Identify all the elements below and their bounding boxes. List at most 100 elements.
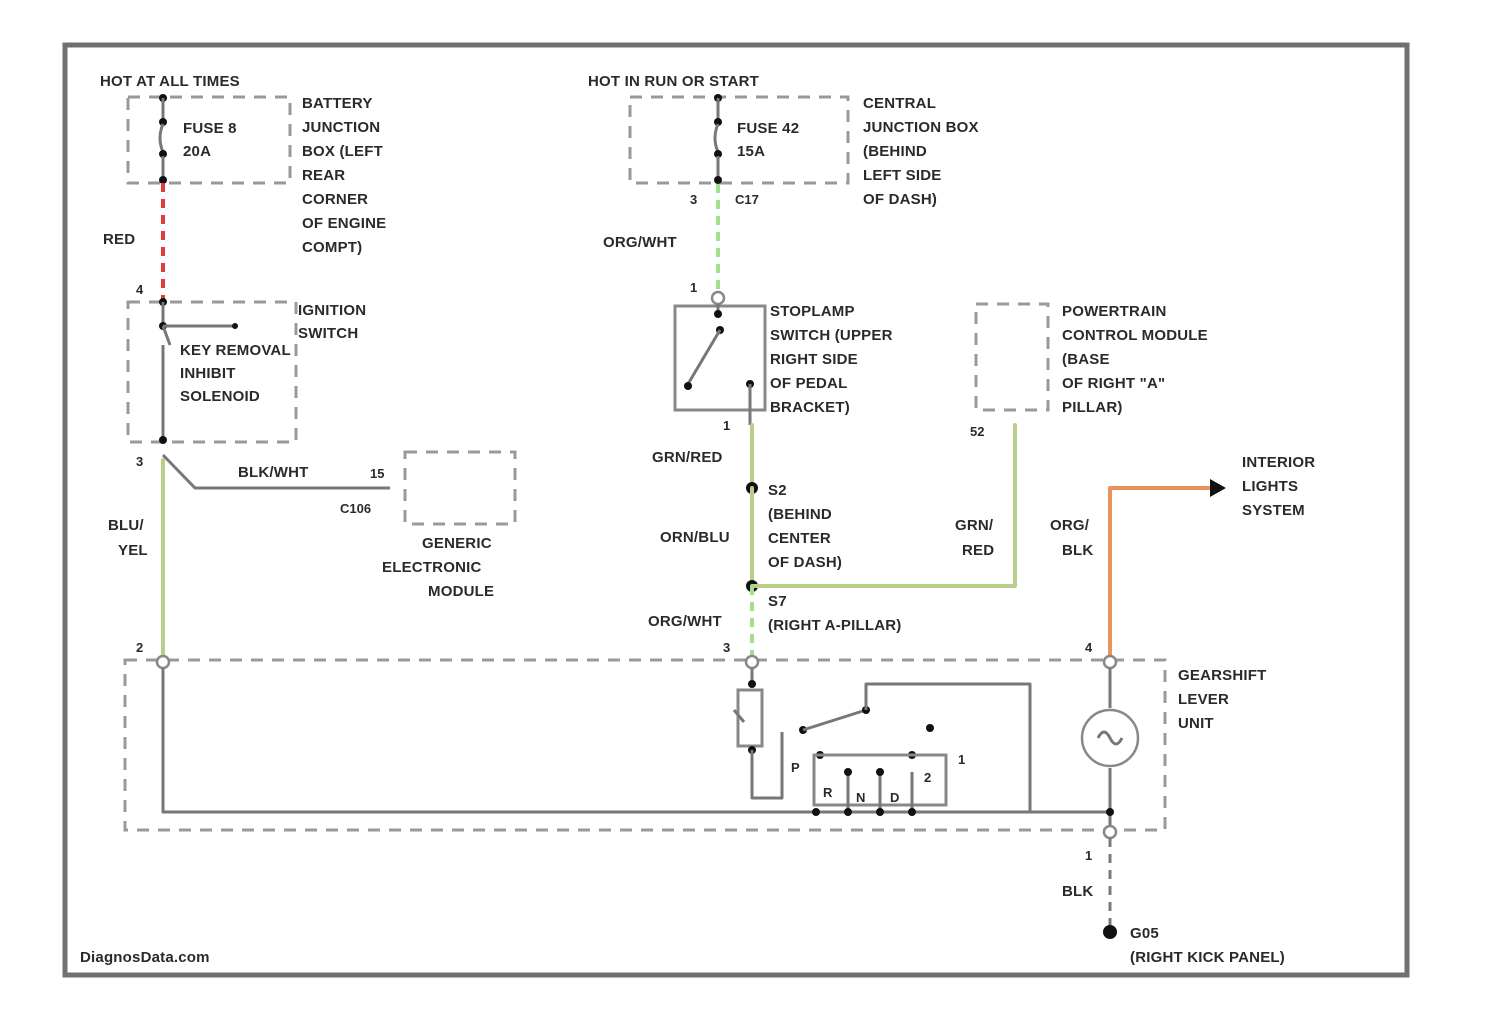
svg-text:LEVER: LEVER: [1178, 691, 1229, 708]
diagram-frame: [65, 45, 1407, 975]
powertrain-control-module: [976, 304, 1048, 410]
svg-text:BLK: BLK: [1062, 542, 1093, 559]
org-blk-label: ORG/ BLK: [1050, 517, 1093, 559]
key-removal-solenoid-label: KEY REMOVAL INHIBIT SOLENOID: [180, 342, 291, 405]
hot-at-all-times-label: HOT AT ALL TIMES: [100, 73, 240, 90]
ground-g05: [1103, 925, 1117, 939]
red-wire-label: RED: [103, 231, 135, 248]
pcm-label: POWERTRAIN CONTROL MODULE (BASE OF RIGHT…: [1062, 303, 1208, 416]
fuse-8: [159, 94, 167, 184]
svg-text:ORG/: ORG/: [1050, 517, 1090, 534]
gearshift-pin-mid: 3: [723, 640, 730, 655]
svg-text:CORNER: CORNER: [302, 191, 368, 208]
svg-text:INTERIOR: INTERIOR: [1242, 454, 1315, 471]
org-blk-wire: [1110, 488, 1210, 655]
svg-text:(RIGHT A-PILLAR): (RIGHT A-PILLAR): [768, 617, 901, 634]
svg-text:BRACKET): BRACKET): [770, 399, 850, 416]
svg-text:BOX (LEFT: BOX (LEFT: [302, 143, 383, 160]
svg-text:REAR: REAR: [302, 167, 345, 184]
svg-text:S7: S7: [768, 593, 787, 610]
svg-text:OF DASH): OF DASH): [768, 554, 842, 571]
central-junction-box: [630, 97, 848, 183]
ignition-pin-bottom: 3: [136, 454, 143, 469]
battery-junction-box: [128, 97, 290, 183]
svg-text:RIGHT SIDE: RIGHT SIDE: [770, 351, 858, 368]
gearshift-pin-bottom: 1: [1085, 848, 1092, 863]
svg-text:(RIGHT KICK PANEL): (RIGHT KICK PANEL): [1130, 949, 1285, 966]
svg-text:S2: S2: [768, 482, 787, 499]
svg-text:STOPLAMP: STOPLAMP: [770, 303, 855, 320]
svg-text:GENERIC: GENERIC: [422, 535, 492, 552]
svg-text:ELECTRONIC: ELECTRONIC: [382, 559, 482, 576]
svg-text:INHIBIT: INHIBIT: [180, 365, 236, 382]
grn-red-right-label: GRN/ RED: [955, 517, 994, 559]
svg-text:BATTERY: BATTERY: [302, 95, 373, 112]
svg-text:GRN/: GRN/: [955, 517, 994, 534]
ground-g05-label: G05 (RIGHT KICK PANEL): [1130, 925, 1285, 966]
ground-connector: [1104, 826, 1116, 838]
svg-text:RED: RED: [962, 542, 994, 559]
interior-lights-label: INTERIOR LIGHTS SYSTEM: [1242, 454, 1315, 519]
ignition-switch-label: IGNITION SWITCH: [298, 302, 366, 342]
gearshift-internal-wiring: [157, 656, 1138, 828]
fuse-42-rating: 15A: [737, 143, 765, 160]
svg-text:(BASE: (BASE: [1062, 351, 1110, 368]
stoplamp-switch-contacts: [684, 292, 754, 425]
interior-lights-arrow: [1210, 479, 1226, 497]
gearshift-lever-unit-label: GEARSHIFT LEVER UNIT: [1178, 667, 1266, 732]
stoplamp-pin-bottom: 1: [723, 418, 730, 433]
watermark: DiagnosData.com: [80, 949, 210, 966]
gem-connector: C106: [340, 501, 371, 516]
svg-text:UNIT: UNIT: [1178, 715, 1214, 732]
ignition-pin-top: 4: [136, 282, 144, 297]
svg-text:SYSTEM: SYSTEM: [1242, 502, 1305, 519]
org-wht-bottom-label: ORG/WHT: [648, 613, 722, 630]
svg-text:CENTRAL: CENTRAL: [863, 95, 936, 112]
svg-text:LIGHTS: LIGHTS: [1242, 478, 1298, 495]
svg-text:LEFT SIDE: LEFT SIDE: [863, 167, 941, 184]
gem-label: GENERIC ELECTRONIC MODULE: [382, 535, 494, 600]
central-junction-box-label: CENTRAL JUNCTION BOX (BEHIND LEFT SIDE O…: [863, 95, 979, 208]
svg-text:CENTER: CENTER: [768, 530, 831, 547]
gear-position-labels: P R N D 2 1: [791, 752, 965, 805]
stoplamp-switch-label: STOPLAMP SWITCH (UPPER RIGHT SIDE OF PED…: [770, 303, 893, 416]
pcm-pin: 52: [970, 424, 984, 439]
svg-text:IGNITION: IGNITION: [298, 302, 366, 319]
svg-text:POWERTRAIN: POWERTRAIN: [1062, 303, 1167, 320]
svg-text:COMPT): COMPT): [302, 239, 362, 256]
svg-text:SWITCH (UPPER: SWITCH (UPPER: [770, 327, 893, 344]
org-wht-top-label: ORG/WHT: [603, 234, 677, 251]
svg-text:MODULE: MODULE: [428, 583, 494, 600]
svg-text:(BEHIND: (BEHIND: [768, 506, 832, 523]
svg-text:2: 2: [924, 770, 931, 785]
orn-blu-label: ORN/BLU: [660, 529, 730, 546]
fuse-42-connector: C17: [735, 192, 759, 207]
svg-text:BLU/: BLU/: [108, 517, 144, 534]
svg-text:D: D: [890, 790, 899, 805]
stoplamp-pin-top: 1: [690, 280, 697, 295]
svg-text:N: N: [856, 790, 865, 805]
svg-text:1: 1: [958, 752, 965, 767]
svg-text:OF ENGINE: OF ENGINE: [302, 215, 386, 232]
fuse-42-pin: 3: [690, 192, 697, 207]
generic-electronic-module: [405, 452, 515, 524]
svg-text:OF DASH): OF DASH): [863, 191, 937, 208]
splice-s2-label: S2 (BEHIND CENTER OF DASH): [768, 482, 842, 571]
fuse-8-rating: 20A: [183, 143, 211, 160]
fuse-42-label: FUSE 42: [737, 120, 799, 137]
svg-text:G05: G05: [1130, 925, 1159, 942]
gearshift-pin-right: 4: [1085, 640, 1093, 655]
svg-text:OF RIGHT "A": OF RIGHT "A": [1062, 375, 1165, 392]
svg-text:(BEHIND: (BEHIND: [863, 143, 927, 160]
grn-red-top-label: GRN/RED: [652, 449, 723, 466]
blk-wht-label: BLK/WHT: [238, 464, 309, 481]
gem-pin: 15: [370, 466, 384, 481]
fuse-42: [714, 94, 722, 184]
svg-text:OF PEDAL: OF PEDAL: [770, 375, 847, 392]
svg-text:YEL: YEL: [118, 542, 148, 559]
svg-text:GEARSHIFT: GEARSHIFT: [1178, 667, 1266, 684]
svg-text:PILLAR): PILLAR): [1062, 399, 1123, 416]
gearshift-pin-left: 2: [136, 640, 143, 655]
svg-text:JUNCTION BOX: JUNCTION BOX: [863, 119, 979, 136]
